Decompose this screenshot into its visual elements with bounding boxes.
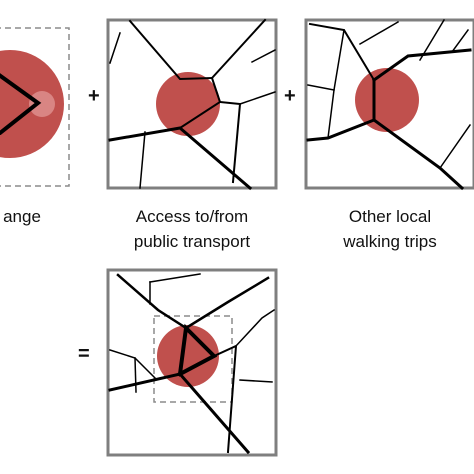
local-circle	[355, 68, 419, 132]
transport-caption-line2: public transport	[133, 232, 251, 251]
local-caption-line2: walking trips	[343, 232, 437, 251]
range-panel	[0, 27, 70, 187]
combined-dashed-box	[153, 315, 233, 403]
range-caption-text: ange	[3, 207, 41, 226]
local-caption: Other local walking trips	[306, 204, 474, 254]
equals-operator: =	[78, 343, 90, 365]
transport-street-network	[108, 18, 277, 191]
transport-panel	[106, 18, 278, 191]
combined-panel	[106, 268, 278, 457]
transport-circle	[156, 72, 220, 136]
range-highlight-circle	[29, 91, 55, 117]
range-dashed-box	[0, 27, 70, 187]
combined-street-network	[108, 273, 276, 455]
transport-caption-line1: Access to/from	[135, 207, 249, 226]
range-caption: ange	[0, 204, 44, 229]
local-panel	[304, 18, 474, 191]
local-caption-line1: Other local	[348, 207, 432, 226]
combined-circle	[157, 325, 219, 387]
transport-caption: Access to/from public transport	[108, 204, 276, 254]
local-street-network	[306, 18, 472, 191]
plus-operator-1: +	[88, 85, 100, 107]
plus-operator-2: +	[284, 85, 296, 107]
range-route-path	[0, 73, 42, 135]
